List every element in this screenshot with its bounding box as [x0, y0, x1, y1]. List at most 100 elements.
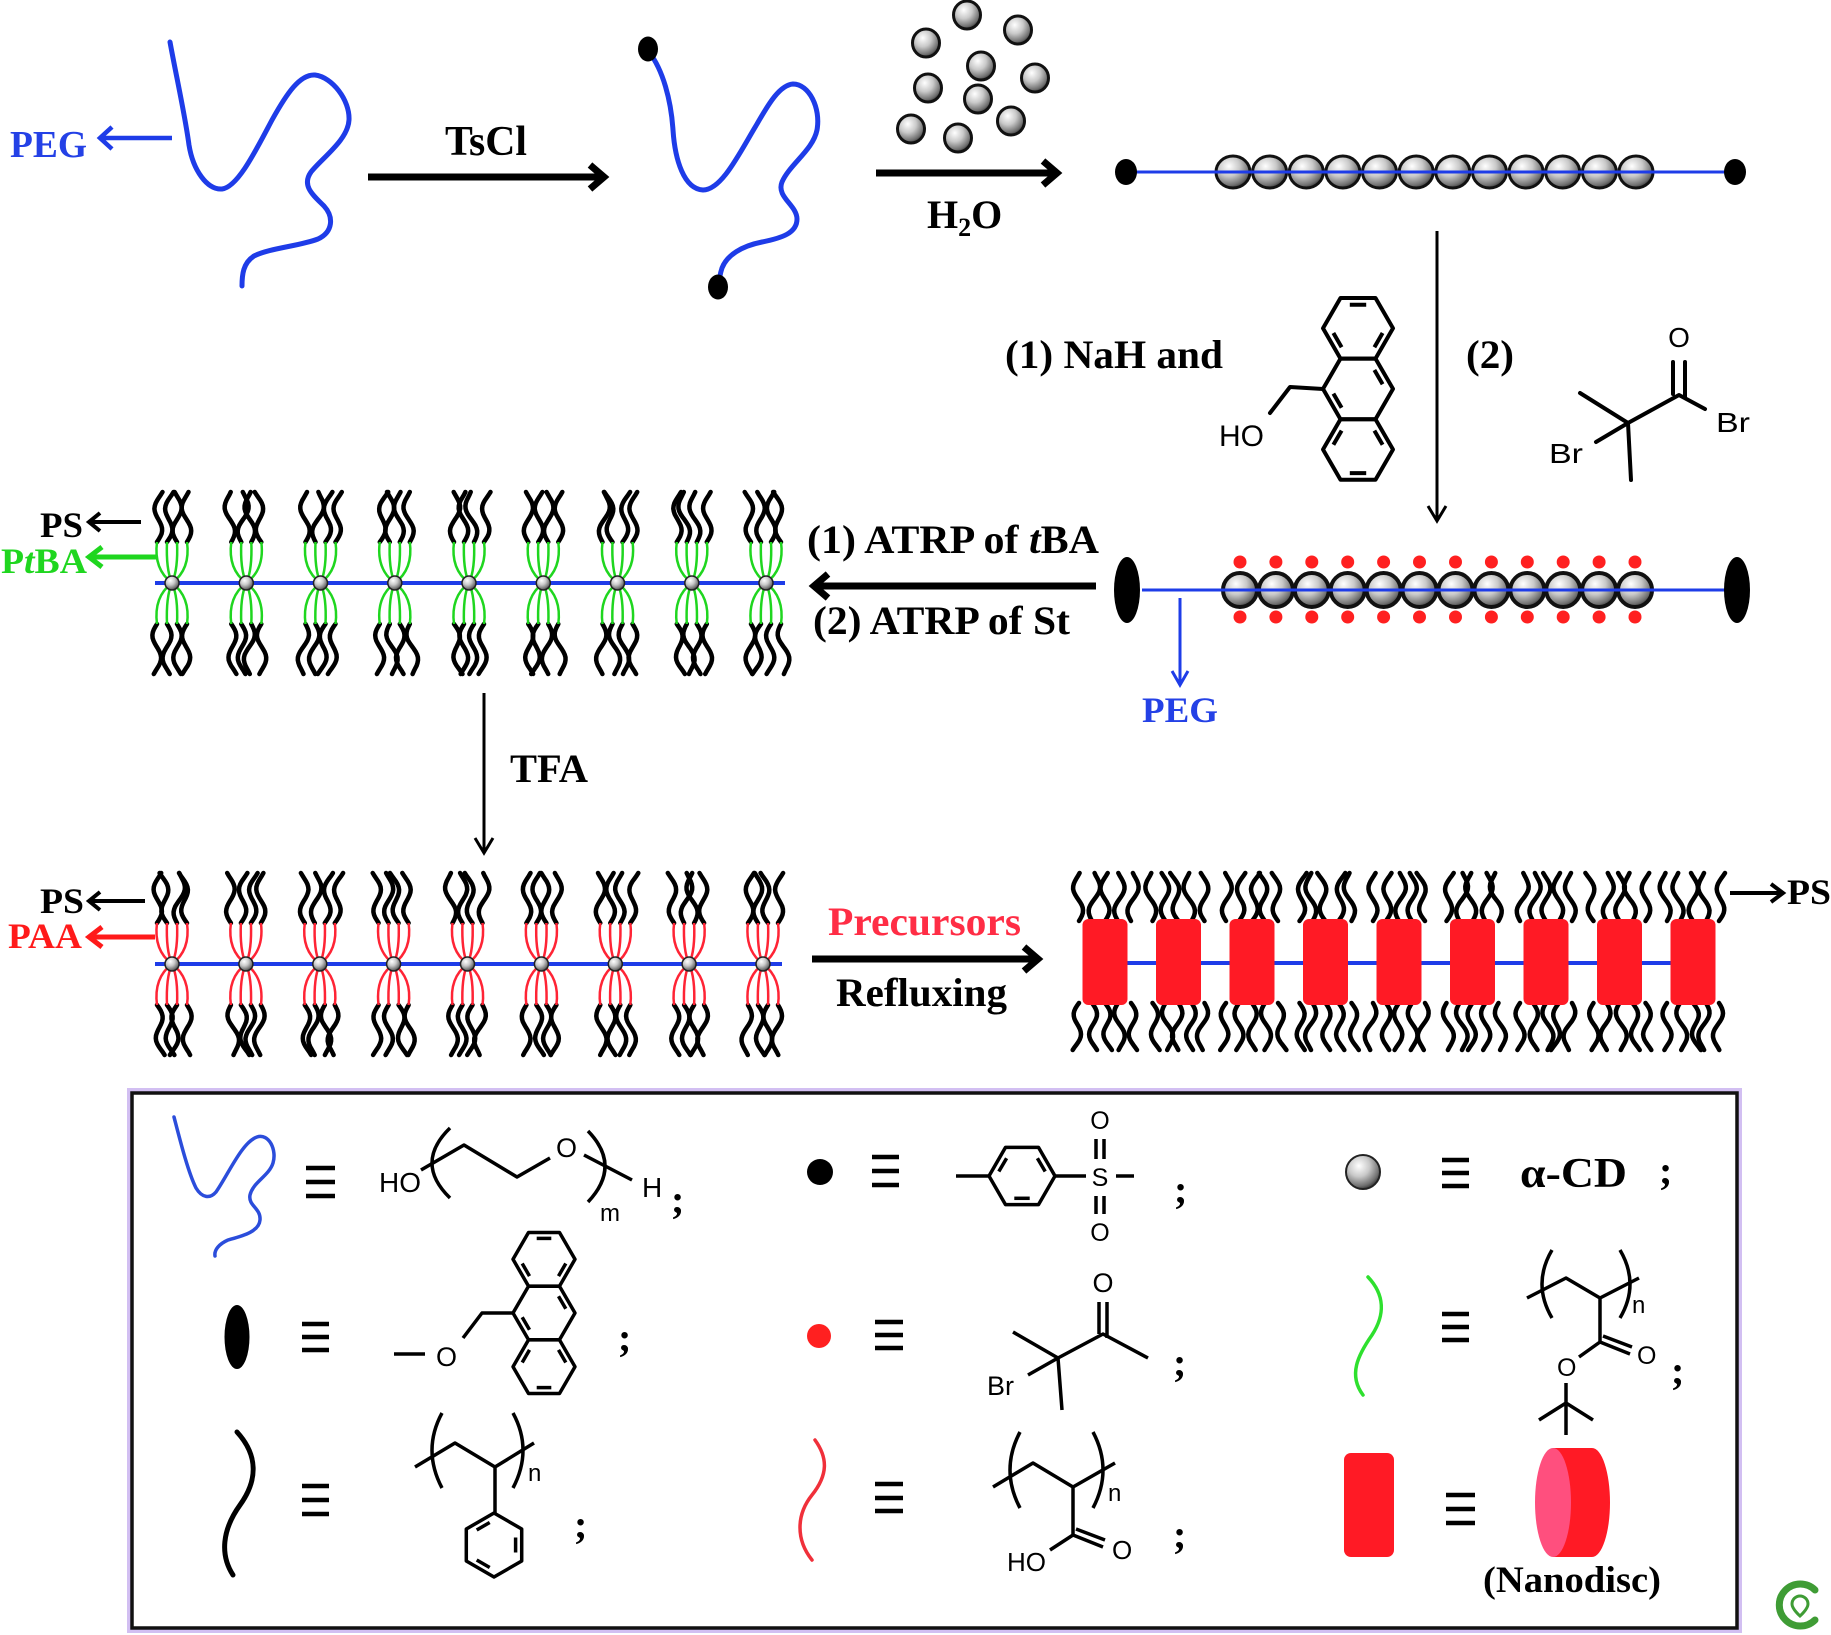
- ps-chain: [669, 1002, 682, 1058]
- alpha-cd-node: [238, 956, 254, 972]
- double-bond-line: [556, 1295, 568, 1310]
- repeat-subscript-n: n: [1632, 1292, 1645, 1319]
- ps-chain: [1294, 1000, 1307, 1053]
- ps-chain: [1217, 1000, 1231, 1053]
- ps-ptba-brush: [150, 489, 792, 677]
- ps-chain: [700, 621, 715, 677]
- ps-chain: [1181, 870, 1198, 924]
- ps-chain: [1148, 1000, 1162, 1053]
- ps-chain: [763, 621, 777, 677]
- precursors-arrow: [812, 944, 1044, 974]
- skeleton-bonds: [1578, 360, 1707, 482]
- ps-chain: [1710, 1000, 1726, 1053]
- ps-chain: [1158, 870, 1172, 924]
- ps-chain: [520, 870, 534, 926]
- ps-chain: [179, 489, 194, 545]
- separator: ;: [574, 1502, 587, 1547]
- anthracene-stopper: [1114, 557, 1140, 623]
- peg-h-label: H: [642, 1172, 662, 1203]
- nanodisc: [1450, 919, 1495, 1005]
- ps-label: PS: [40, 505, 83, 545]
- ps-chain: [1405, 870, 1420, 924]
- ps-chain: [471, 1002, 489, 1058]
- ps-chain: [519, 1002, 533, 1058]
- alpha-cd-node: [461, 575, 477, 591]
- alpha-cd-node: [609, 575, 626, 591]
- initiator-dot: [1628, 555, 1642, 569]
- ps-chain: [1143, 870, 1159, 924]
- free-alpha-cd: [996, 105, 1026, 137]
- double-bond-line: [520, 1262, 532, 1277]
- tosyl-end-dot: [708, 274, 728, 300]
- ps-chain: [325, 621, 339, 677]
- ps-chain: [370, 870, 384, 926]
- ps-chain: [1674, 1000, 1690, 1053]
- ps-chain: [626, 621, 640, 677]
- legend-item-ptba: n O O ;: [1353, 1249, 1684, 1435]
- equivalent-symbol: [872, 1154, 899, 1188]
- nanodisc-block-icon: [1344, 1453, 1394, 1557]
- paa-pointer-arrow: [84, 925, 155, 949]
- tosyl-end-dot: [1724, 159, 1746, 185]
- ps-chain: [1478, 1000, 1493, 1053]
- logo-ring: [1775, 1580, 1819, 1630]
- double-bond-line: [520, 1316, 532, 1331]
- separator: ;: [1174, 1167, 1187, 1212]
- ps-chain: [447, 489, 463, 545]
- free-alpha-cd: [911, 27, 941, 59]
- equivalent-symbol: [302, 1483, 329, 1517]
- ptba-t: t: [24, 541, 36, 581]
- alpha-cd-node: [681, 956, 697, 972]
- ps-chain: [254, 621, 269, 677]
- ps-chain: [772, 870, 786, 926]
- ps-chain: [627, 870, 641, 926]
- anthryl-stopper-icon: [224, 1305, 250, 1369]
- ps-chain: [1453, 1000, 1470, 1053]
- initiator-bonds: [1012, 1302, 1149, 1411]
- reagent-step2-label: (2): [1466, 332, 1514, 377]
- ps-chain: [402, 1002, 417, 1058]
- sulfonyl-o-label: O: [1090, 1219, 1109, 1247]
- ps-chain: [606, 621, 623, 677]
- ps-chain: [696, 870, 710, 926]
- initiator-dot: [1233, 610, 1247, 624]
- ps-chain: [1320, 1000, 1333, 1053]
- free-alpha-cd: [943, 122, 973, 154]
- ps-chain: [1415, 1000, 1431, 1053]
- initiator-dot: [1305, 555, 1319, 569]
- ps-chain: [1125, 870, 1141, 924]
- ps-chain: [1621, 870, 1638, 924]
- ps-chain: [593, 621, 609, 677]
- ps-chain: [613, 1002, 629, 1058]
- atrp-arrow: [808, 571, 1096, 601]
- alpha-cd-node: [238, 575, 255, 591]
- equivalent-symbol: [302, 1321, 329, 1353]
- ps-chain: [391, 489, 407, 545]
- nanodisc-label: (Nanodisc): [1483, 1560, 1661, 1601]
- anthryl-bonds: [394, 1311, 513, 1356]
- anthracene-methanol-structure: HO: [1219, 296, 1395, 482]
- nanodisc-array-brush: [1070, 870, 1728, 1053]
- ps-chain: [1440, 1000, 1457, 1053]
- initiator-dot-icon: [807, 1324, 831, 1348]
- peg-ho-label: HO: [379, 1167, 421, 1198]
- atrp1-suffix: BA: [1041, 517, 1099, 562]
- ps-chain: [384, 621, 400, 677]
- logo-pin: [1790, 1594, 1810, 1618]
- ps-chain-icon: [222, 1429, 256, 1578]
- ps-chain: [1347, 1000, 1362, 1053]
- separator: ;: [1173, 1512, 1186, 1557]
- ps-chain: [1487, 870, 1504, 924]
- ps-chain: [619, 489, 633, 545]
- carbonyl-o-label: O: [1092, 1268, 1113, 1298]
- legend-item-peg: HO O m H ;: [172, 1115, 684, 1258]
- carbonyl-o-label: O: [1637, 1342, 1656, 1370]
- ps-chain: [1640, 1000, 1654, 1053]
- ps-chain: [1183, 1000, 1198, 1053]
- tosyl-end-dot: [1115, 159, 1137, 185]
- ps-chain: [1405, 1000, 1420, 1053]
- ps-chain: [246, 870, 260, 926]
- nanodisc: [1523, 919, 1569, 1005]
- alpha-cd-node: [535, 575, 552, 591]
- double-bond-line: [1372, 429, 1385, 446]
